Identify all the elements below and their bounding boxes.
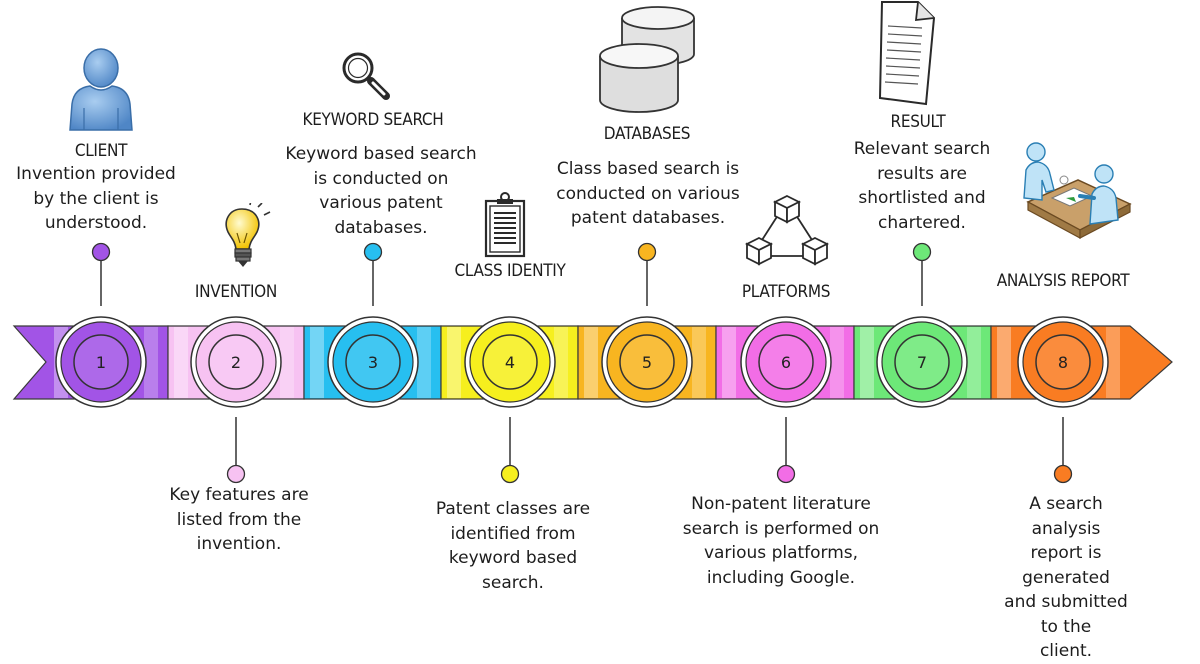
step-8-title: ANALYSIS REPORT (996, 271, 1130, 291)
user-icon (69, 48, 133, 131)
step-1-number: 1 (96, 353, 106, 372)
step-8-description: A search analysis report is generated an… (1004, 494, 1128, 661)
step-1-description: Invention provided by the client is unde… (16, 164, 176, 233)
step-7-title: RESULT (890, 112, 946, 132)
step-4-dot (500, 464, 520, 484)
step-7-dot (912, 242, 932, 262)
step-7-description: Relevant search results are shortlisted … (853, 139, 991, 233)
step-5-dot (637, 242, 657, 262)
step-2-number: 2 (231, 353, 241, 372)
step-8-number: 8 (1058, 353, 1068, 372)
step-3-dot (363, 242, 383, 262)
step-8-inner-circle (1035, 334, 1091, 390)
meeting-icon (1023, 142, 1132, 240)
timeline-arrow: 1 2 3 4 5 6 7 8 (12, 242, 1173, 484)
cubes-network-icon (744, 194, 830, 266)
step-7-number: 7 (917, 353, 927, 372)
step-6-description: Non-patent literature search is performe… (682, 494, 880, 588)
lightbulb-icon (225, 203, 271, 267)
step-6-number: 6 (781, 353, 791, 372)
step-5-number: 5 (642, 353, 652, 372)
step-1-inner-circle (73, 334, 129, 390)
step-5-title: DATABASES (603, 124, 691, 144)
step-3-inner-circle (345, 334, 401, 390)
document-icon (878, 1, 936, 106)
step-3-title: KEYWORD SEARCH (302, 110, 444, 130)
step-1-dot (91, 242, 111, 262)
step-4-description: Patent classes are identified from keywo… (435, 499, 591, 593)
step-6-title: PLATFORMS (741, 282, 831, 302)
step-2-description: Key features are listed from the inventi… (169, 485, 309, 554)
step-1-title: CLIENT (74, 141, 128, 161)
database-icon (599, 6, 695, 113)
step-4-title: CLASS IDENTIY (454, 261, 566, 281)
step-3-description: Keyword based search is conducted on var… (285, 144, 477, 238)
step-7-inner-circle (894, 334, 950, 390)
step-5-description: Class based search is conducted on vario… (556, 159, 740, 228)
magnifier-icon (342, 52, 390, 100)
step-6-inner-circle (758, 334, 814, 390)
step-4-inner-circle (482, 334, 538, 390)
process-timeline-diagram: 1 2 3 4 5 6 7 8 CLIENT Invention provided by th… (12, 1, 1173, 661)
step-4-number: 4 (505, 353, 515, 372)
clipboard-icon (484, 192, 526, 258)
step-2-dot (226, 464, 246, 484)
step-3-number: 3 (368, 353, 378, 372)
step-2-inner-circle (208, 334, 264, 390)
step-6-dot (776, 464, 796, 484)
step-8-dot (1053, 464, 1073, 484)
step-5-inner-circle (619, 334, 675, 390)
step-2-title: INVENTION (194, 282, 278, 302)
